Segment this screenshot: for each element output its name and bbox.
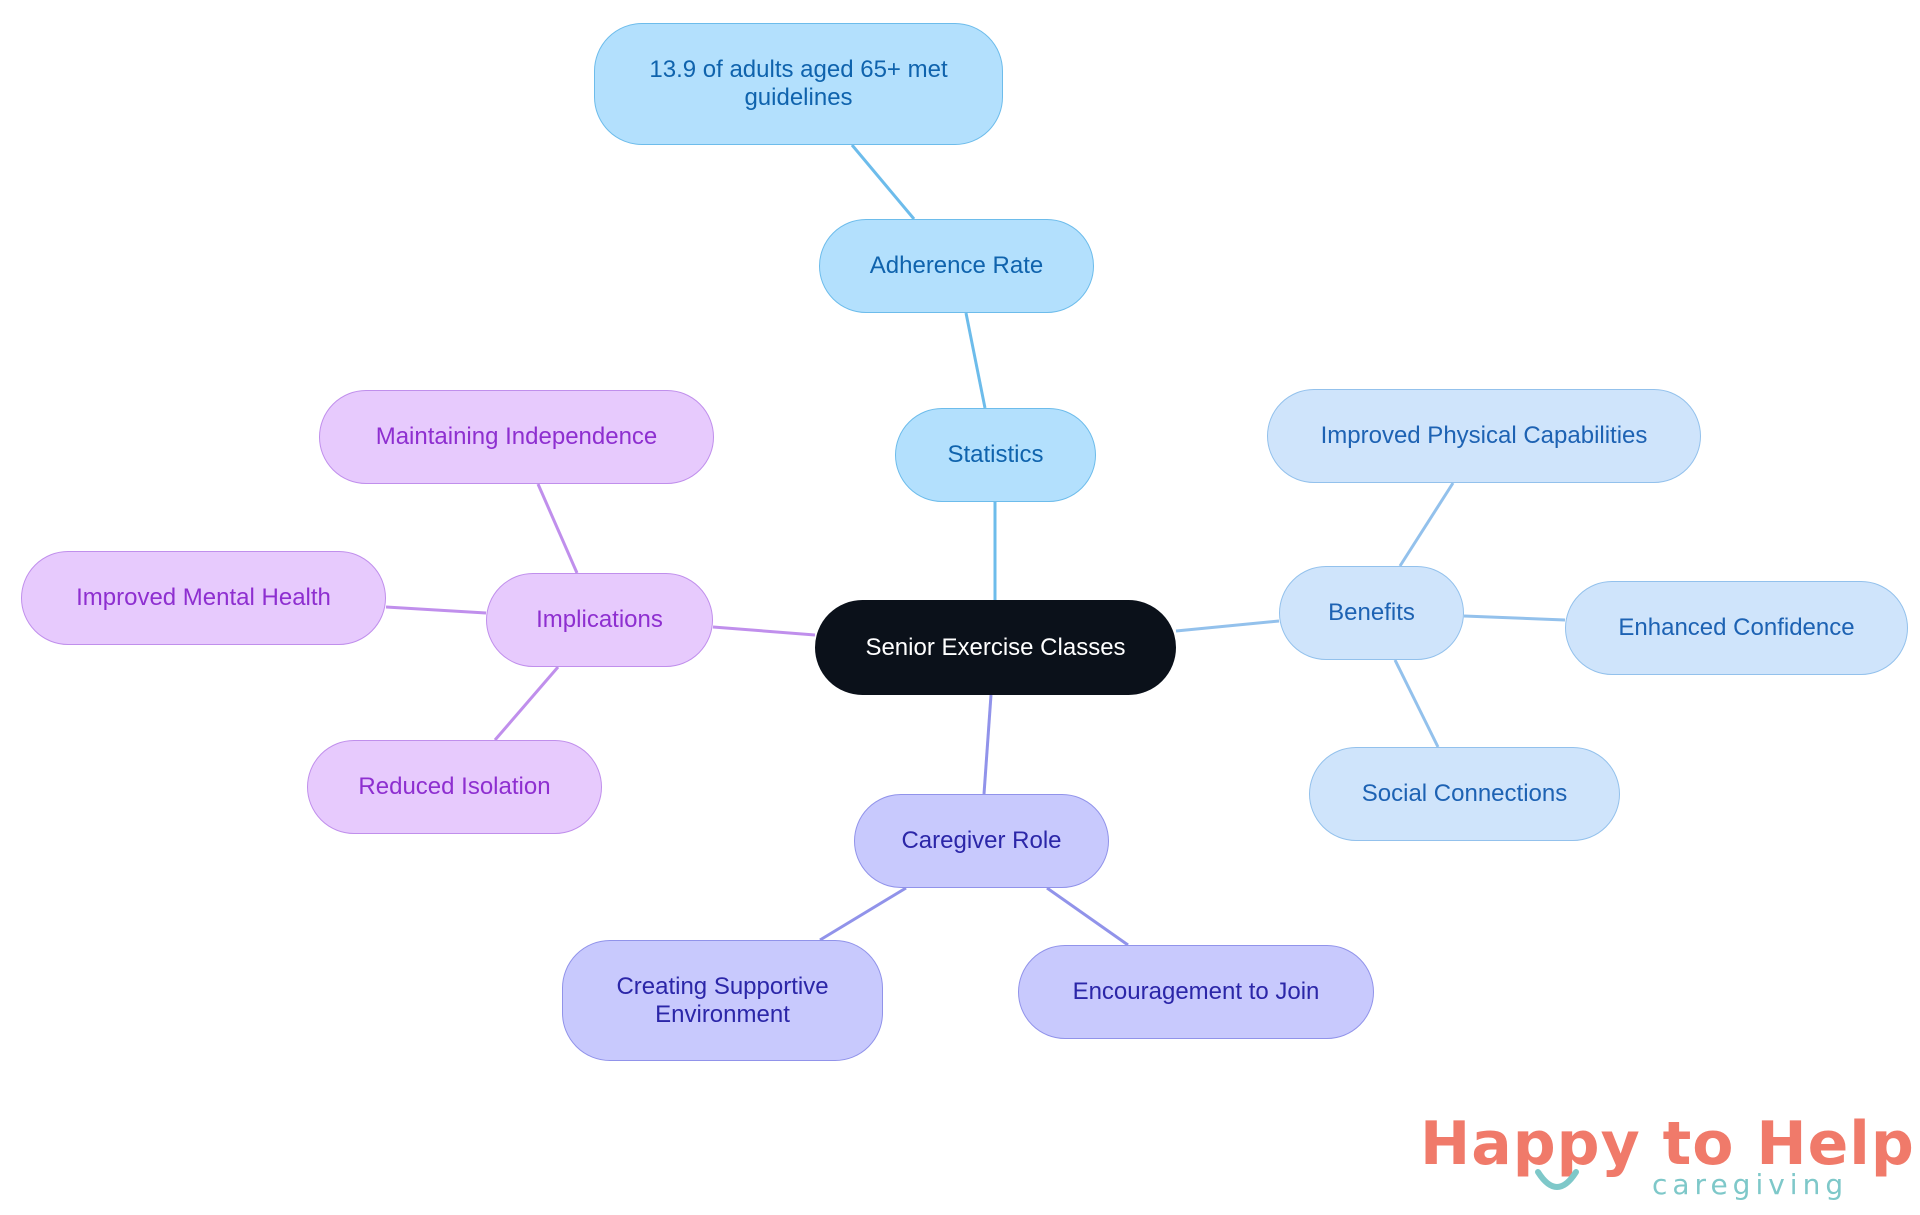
smile-icon	[1535, 1169, 1579, 1190]
edge-center-implications	[712, 625, 816, 637]
edge-caregiver-supportive	[819, 886, 907, 942]
node-guidelines-stat: 13.9 of adults aged 65+ met guidelines	[594, 23, 1003, 145]
node-label: 13.9 of adults aged 65+ met guidelines	[649, 56, 948, 111]
node-label: Senior Exercise Classes	[865, 633, 1126, 661]
node-label: Social Connections	[1361, 780, 1568, 807]
node-label: Encouragement to Join	[1072, 978, 1320, 1005]
node-reduced-isolation: Reduced Isolation	[307, 740, 602, 834]
node-improved-mental-health: Improved Mental Health	[21, 551, 386, 645]
edge-adherence-guidelines	[850, 144, 916, 220]
node-statistics: Statistics	[895, 408, 1096, 502]
edge-statistics-adherence	[964, 312, 987, 409]
node-benefits: Benefits	[1279, 566, 1464, 660]
edge-benefits-confidence	[1463, 614, 1566, 622]
logo-wordmark: Happy to Help	[1420, 1109, 1915, 1179]
node-senior-exercise-classes: Senior Exercise Classes	[815, 600, 1176, 695]
node-label: Reduced Isolation	[358, 773, 551, 800]
node-label: Improved Physical Capabilities	[1320, 422, 1648, 449]
node-implications: Implications	[486, 573, 713, 667]
edge-center-benefits	[1175, 619, 1280, 633]
edge-benefits-physical	[1398, 482, 1455, 567]
node-encouragement-to-join: Encouragement to Join	[1018, 945, 1374, 1039]
happy-to-help-logo: Happy to Help caregiving	[1420, 1108, 1914, 1203]
node-adherence-rate: Adherence Rate	[819, 219, 1094, 313]
node-maintaining-independence: Maintaining Independence	[319, 390, 714, 484]
node-improved-physical-capabilities: Improved Physical Capabilities	[1267, 389, 1701, 483]
edge-benefits-social	[1393, 659, 1440, 748]
edge-implications-isolation	[493, 666, 560, 741]
node-social-connections: Social Connections	[1309, 747, 1620, 841]
node-label: Implications	[536, 606, 663, 633]
edge-center-caregiver	[982, 694, 993, 795]
node-label: Enhanced Confidence	[1618, 614, 1855, 641]
edge-implications-mental	[385, 605, 487, 615]
node-caregiver-role: Caregiver Role	[854, 794, 1109, 888]
node-creating-supportive-environment: Creating Supportive Environment	[562, 940, 883, 1061]
node-label: Statistics	[947, 441, 1044, 468]
logo-tagline: caregiving	[1652, 1168, 1849, 1201]
node-label: Adherence Rate	[869, 252, 1044, 279]
node-label: Benefits	[1328, 599, 1415, 626]
node-label: Improved Mental Health	[76, 584, 331, 611]
node-label: Maintaining Independence	[375, 423, 658, 450]
edge-implications-independence	[536, 483, 579, 574]
edge-caregiver-encouragement	[1046, 886, 1129, 947]
node-enhanced-confidence: Enhanced Confidence	[1565, 581, 1908, 675]
node-label: Creating Supportive Environment	[616, 972, 829, 1028]
node-label: Caregiver Role	[901, 827, 1062, 854]
